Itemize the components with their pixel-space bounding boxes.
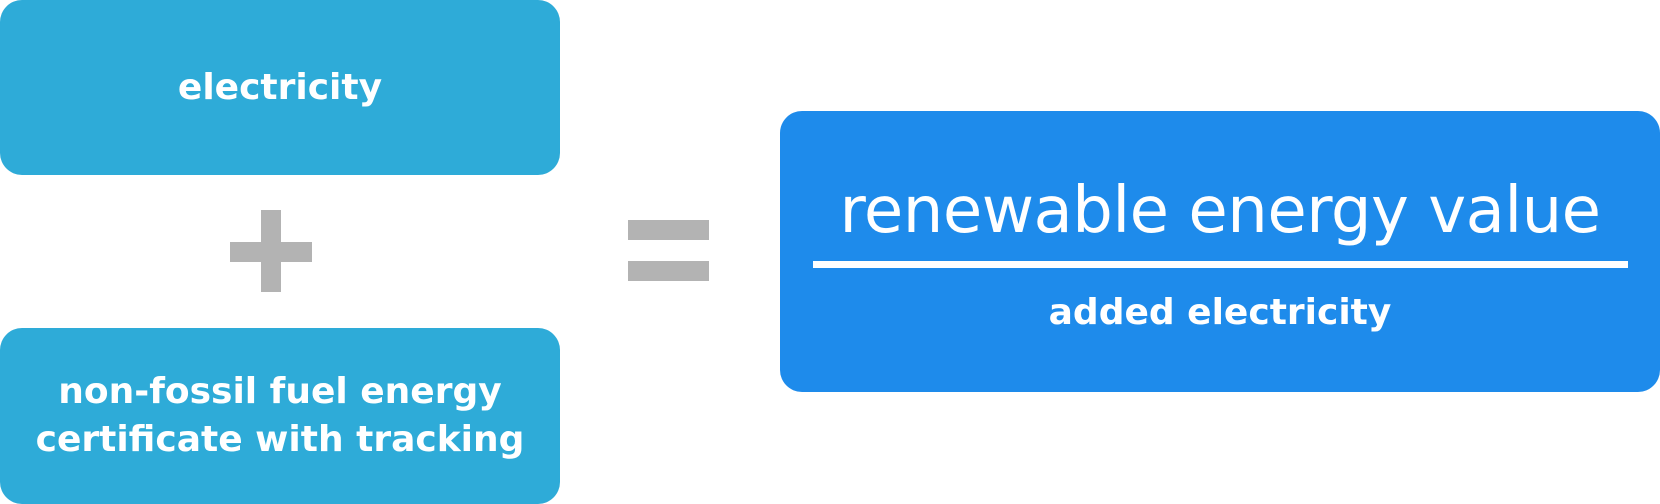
electricity-label: electricity <box>177 67 383 108</box>
plus-vertical-bar <box>261 210 281 292</box>
equals-top-bar <box>628 220 709 240</box>
equals-icon <box>628 220 709 282</box>
renewable-energy-value-label: renewable energy value <box>812 171 1628 268</box>
certificate-label-line1: non-fossil fuel energy <box>58 371 502 412</box>
plus-icon <box>230 210 312 292</box>
certificate-box: non-fossil fuel energy certificate with … <box>0 328 560 504</box>
certificate-label-line2: certificate with tracking <box>35 419 525 460</box>
added-electricity-label: added electricity <box>1048 291 1392 333</box>
electricity-box: electricity <box>0 0 560 175</box>
equals-bottom-bar <box>628 261 709 281</box>
result-box: renewable energy value added electricity <box>780 111 1660 392</box>
